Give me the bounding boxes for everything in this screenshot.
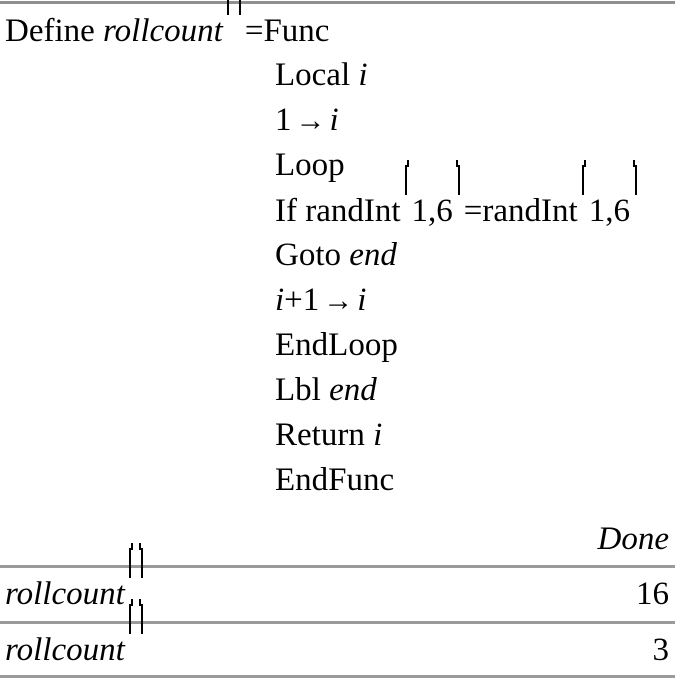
program-name: rollcount bbox=[103, 13, 223, 49]
return-variable: i bbox=[373, 417, 383, 453]
open-paren-icon bbox=[125, 598, 134, 660]
store-arrow-icon: → bbox=[323, 284, 354, 317]
return-keyword: Return bbox=[275, 417, 365, 453]
entry-result-value: 16 bbox=[636, 576, 669, 612]
entry-function-name: rollcount bbox=[5, 632, 125, 668]
close-paren-icon bbox=[236, 0, 245, 41]
store-arrow-icon: → bbox=[295, 104, 326, 137]
lbl-keyword: Lbl bbox=[275, 372, 321, 408]
code-line-increment[interactable]: i+1→i bbox=[0, 278, 675, 323]
program-definition-block[interactable]: Define rollcount=Func Local i 1→i Loop I… bbox=[0, 0, 675, 503]
endloop-keyword: EndLoop bbox=[275, 327, 398, 363]
init-target-variable: i bbox=[329, 102, 339, 138]
definition-result-done: Done bbox=[597, 521, 669, 557]
close-paren-icon bbox=[138, 598, 147, 660]
local-keyword: Local bbox=[275, 57, 351, 93]
open-paren-icon bbox=[125, 542, 134, 604]
goto-keyword: Goto bbox=[275, 237, 341, 273]
plus-sign: + bbox=[284, 282, 303, 318]
loop-keyword: Loop bbox=[275, 147, 345, 183]
history-entry-row[interactable]: rollcount 3 bbox=[0, 598, 675, 677]
history-entry-row[interactable]: rollcount 16 bbox=[0, 542, 675, 621]
code-line-goto[interactable]: Goto end bbox=[0, 233, 675, 278]
if-keyword: If bbox=[275, 193, 297, 229]
define-keyword: Define bbox=[5, 13, 95, 49]
code-line-lbl[interactable]: Lbl end bbox=[0, 368, 675, 413]
randint-name-left: randInt bbox=[305, 193, 401, 229]
open-paren-icon bbox=[401, 159, 410, 221]
close-paren-icon bbox=[138, 542, 147, 604]
goto-label: end bbox=[349, 237, 397, 273]
local-variable: i bbox=[358, 57, 368, 93]
if-equals-sign: = bbox=[463, 193, 483, 229]
entry-separator-3 bbox=[0, 675, 675, 678]
randint-name-right: randInt bbox=[482, 193, 578, 229]
func-keyword: Func bbox=[263, 13, 330, 49]
increment-amount: 1 bbox=[302, 282, 320, 318]
close-paren-icon bbox=[455, 159, 464, 221]
randint-args-right: 1,6 bbox=[588, 193, 630, 229]
code-line-endloop[interactable]: EndLoop bbox=[0, 323, 675, 368]
endfunc-keyword: EndFunc bbox=[275, 462, 395, 498]
code-line-endfunc[interactable]: EndFunc bbox=[0, 458, 675, 503]
increment-operand-variable: i bbox=[275, 282, 285, 318]
code-line-local[interactable]: Local i bbox=[0, 53, 675, 98]
page-top-rule bbox=[0, 1, 675, 4]
lbl-label: end bbox=[329, 372, 377, 408]
entry-expression[interactable]: rollcount bbox=[5, 542, 147, 621]
code-line-init[interactable]: 1→i bbox=[0, 98, 675, 143]
equals-sign: = bbox=[244, 13, 264, 49]
randint-args-left: 1,6 bbox=[411, 193, 453, 229]
entry-function-name: rollcount bbox=[5, 576, 125, 612]
init-value: 1 bbox=[275, 102, 292, 138]
close-paren-icon bbox=[632, 159, 641, 221]
entry-separator-2 bbox=[0, 621, 675, 624]
entry-separator-1 bbox=[0, 565, 675, 568]
code-line-return[interactable]: Return i bbox=[0, 413, 675, 458]
entry-result-value: 3 bbox=[652, 632, 670, 668]
entry-expression[interactable]: rollcount bbox=[5, 598, 147, 677]
code-line-define[interactable]: Define rollcount =Func bbox=[0, 0, 675, 53]
open-paren-icon bbox=[223, 0, 232, 41]
code-line-loop[interactable]: Loop bbox=[0, 143, 675, 188]
increment-target-variable: i bbox=[357, 282, 367, 318]
open-paren-icon bbox=[578, 159, 587, 221]
